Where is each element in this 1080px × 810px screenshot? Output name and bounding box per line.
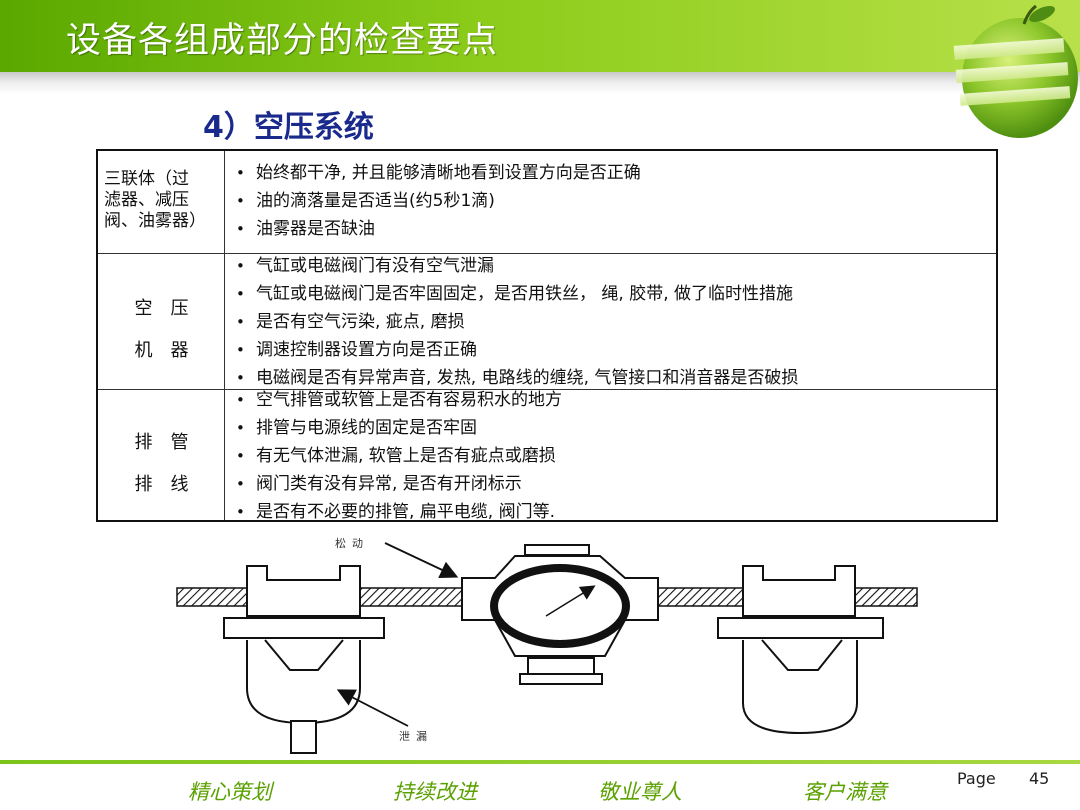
leak-label: 泄漏 [399, 730, 433, 743]
footer-slogan: 精心策划 [188, 780, 272, 804]
leak-arrow [336, 689, 409, 727]
right-filter-fitting [717, 565, 884, 735]
footer-slogan: 客户满意 [803, 780, 887, 804]
loose-arrow [384, 542, 459, 579]
inspection-table: 三联体（过 滤器、减压 阀、油雾器） 始终都干净, 并且能够清晰地看到设置方向是… [96, 149, 998, 526]
bullet-list: 气缸或电磁阀门有没有空气泄漏 气缸或电磁阀门是否牢固固定，是否用铁丝， 绳, 胶… [225, 252, 996, 392]
list-item: 油的滴落量是否适当(约5秒1滴) [225, 187, 996, 215]
banner-shadow [0, 72, 1080, 94]
list-item: 气缸或电磁阀门是否牢固固定，是否用铁丝， 绳, 胶带, 做了临时性措施 [225, 280, 996, 308]
row-label-line: 排线 [134, 474, 207, 495]
list-item: 始终都干净, 并且能够清晰地看到设置方向是否正确 [225, 159, 996, 187]
footer-slogan: 敬业尊人 [598, 780, 682, 804]
row-label-line: 滤器、减压 [104, 190, 189, 210]
title-banner [0, 0, 1080, 72]
bullet-list: 空气排管或软管上是否有容易积水的地方 排管与电源线的固定是否牢固 有无气体泄漏,… [225, 386, 996, 526]
table-row: 三联体（过 滤器、减压 阀、油雾器） 始终都干净, 并且能够清晰地看到设置方向是… [98, 151, 996, 253]
row-label: 三联体（过 滤器、减压 阀、油雾器） [98, 151, 225, 253]
bullet-list: 始终都干净, 并且能够清晰地看到设置方向是否正确 油的滴落量是否适当(约5秒1滴… [225, 159, 996, 243]
list-item: 有无气体泄漏, 软管上是否有疵点或磨损 [225, 442, 996, 470]
list-item: 电磁阀是否有异常声音, 发热, 电路线的缠绕, 气管接口和消音器是否破损 [225, 364, 996, 392]
row-label-line: 阀、油雾器） [104, 211, 206, 231]
row-label: 排管 排线 [98, 390, 225, 520]
row-label-line: 空压 [134, 298, 207, 319]
loose-label: 松动 [335, 537, 369, 550]
list-item: 空气排管或软管上是否有容易积水的地方 [225, 386, 996, 414]
footer-slogan: 持续改进 [393, 780, 477, 804]
row-label-text: 三联体（过 滤器、减压 阀、油雾器） [104, 169, 206, 232]
list-item: 是否有空气污染, 疵点, 磨损 [225, 308, 996, 336]
left-filter-fitting [223, 565, 385, 754]
page-number: 45 [1029, 769, 1050, 788]
footer-divider [0, 760, 1080, 764]
pipe-diagram [176, 542, 918, 754]
list-item: 阀门类有没有异常, 是否有开闭标示 [225, 470, 996, 498]
row-label: 空压 机器 [98, 254, 225, 389]
page-label: Page [957, 769, 996, 788]
table-row: 排管 排线 空气排管或软管上是否有容易积水的地方 排管与电源线的固定是否牢固 有… [98, 386, 996, 526]
section-title: 4）空压系统 [203, 110, 374, 145]
list-item: 油雾器是否缺油 [225, 215, 996, 243]
row-label-line: 机器 [134, 340, 207, 361]
page-title: 设备各组成部分的检查要点 [66, 21, 499, 61]
green-apple-icon [953, 4, 1078, 138]
list-item: 调速控制器设置方向是否正确 [225, 336, 996, 364]
row-label-line: 三联体（过 [104, 169, 189, 189]
list-item: 是否有不必要的排管, 扁平电缆, 阀门等. [225, 498, 996, 526]
row-label-line: 排管 [134, 432, 207, 453]
table-row: 空压 机器 气缸或电磁阀门有没有空气泄漏 气缸或电磁阀门是否牢固固定，是否用铁丝… [98, 252, 996, 392]
list-item: 气缸或电磁阀门有没有空气泄漏 [225, 252, 996, 280]
center-gauge [461, 544, 659, 685]
list-item: 排管与电源线的固定是否牢固 [225, 414, 996, 442]
